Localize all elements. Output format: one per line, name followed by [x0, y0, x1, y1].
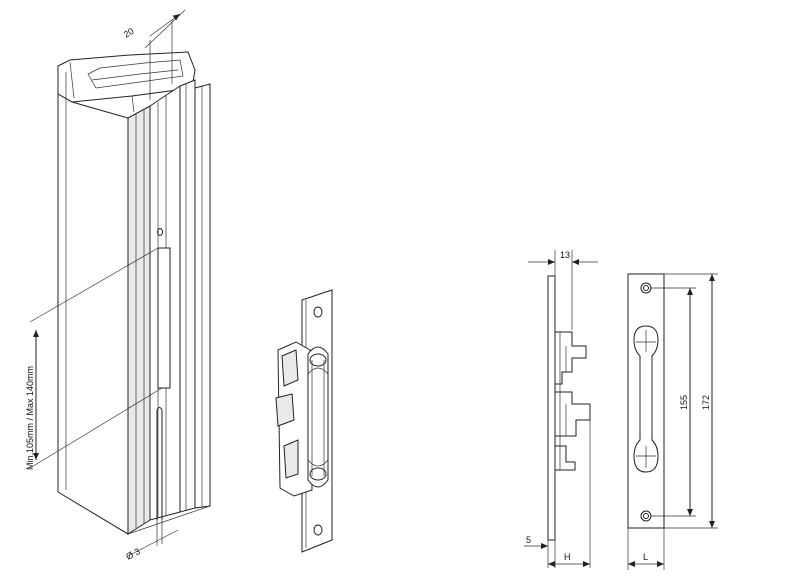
- dim-5-label: 5: [526, 535, 531, 545]
- dimension-155: 155: [650, 287, 696, 517]
- dim-155-label: 155: [679, 395, 689, 410]
- dim-l-label: L: [643, 552, 648, 562]
- dimension-bottom-side: 5 H: [524, 420, 591, 568]
- dimension-172: 172: [664, 273, 718, 529]
- dim-172-label: 172: [701, 395, 711, 410]
- dim-20-label: 20: [122, 26, 136, 40]
- lock-front-view: [627, 273, 665, 529]
- lock-side-view: [547, 275, 591, 541]
- dimension-13: 13: [528, 250, 598, 330]
- dim-13-label: 13: [560, 250, 570, 260]
- dimension-l: L: [627, 528, 665, 570]
- dim-span-label: Min.105mm / Max 140mm: [25, 366, 35, 470]
- dim-hole-label: Ø 3: [124, 546, 142, 562]
- lock-perspective: [275, 289, 333, 553]
- dimension-span: Min.105mm / Max 140mm: [25, 247, 163, 470]
- dimension-20: 20: [122, 9, 186, 100]
- aluminium-profile: [57, 51, 211, 535]
- dim-h-label: H: [564, 552, 571, 562]
